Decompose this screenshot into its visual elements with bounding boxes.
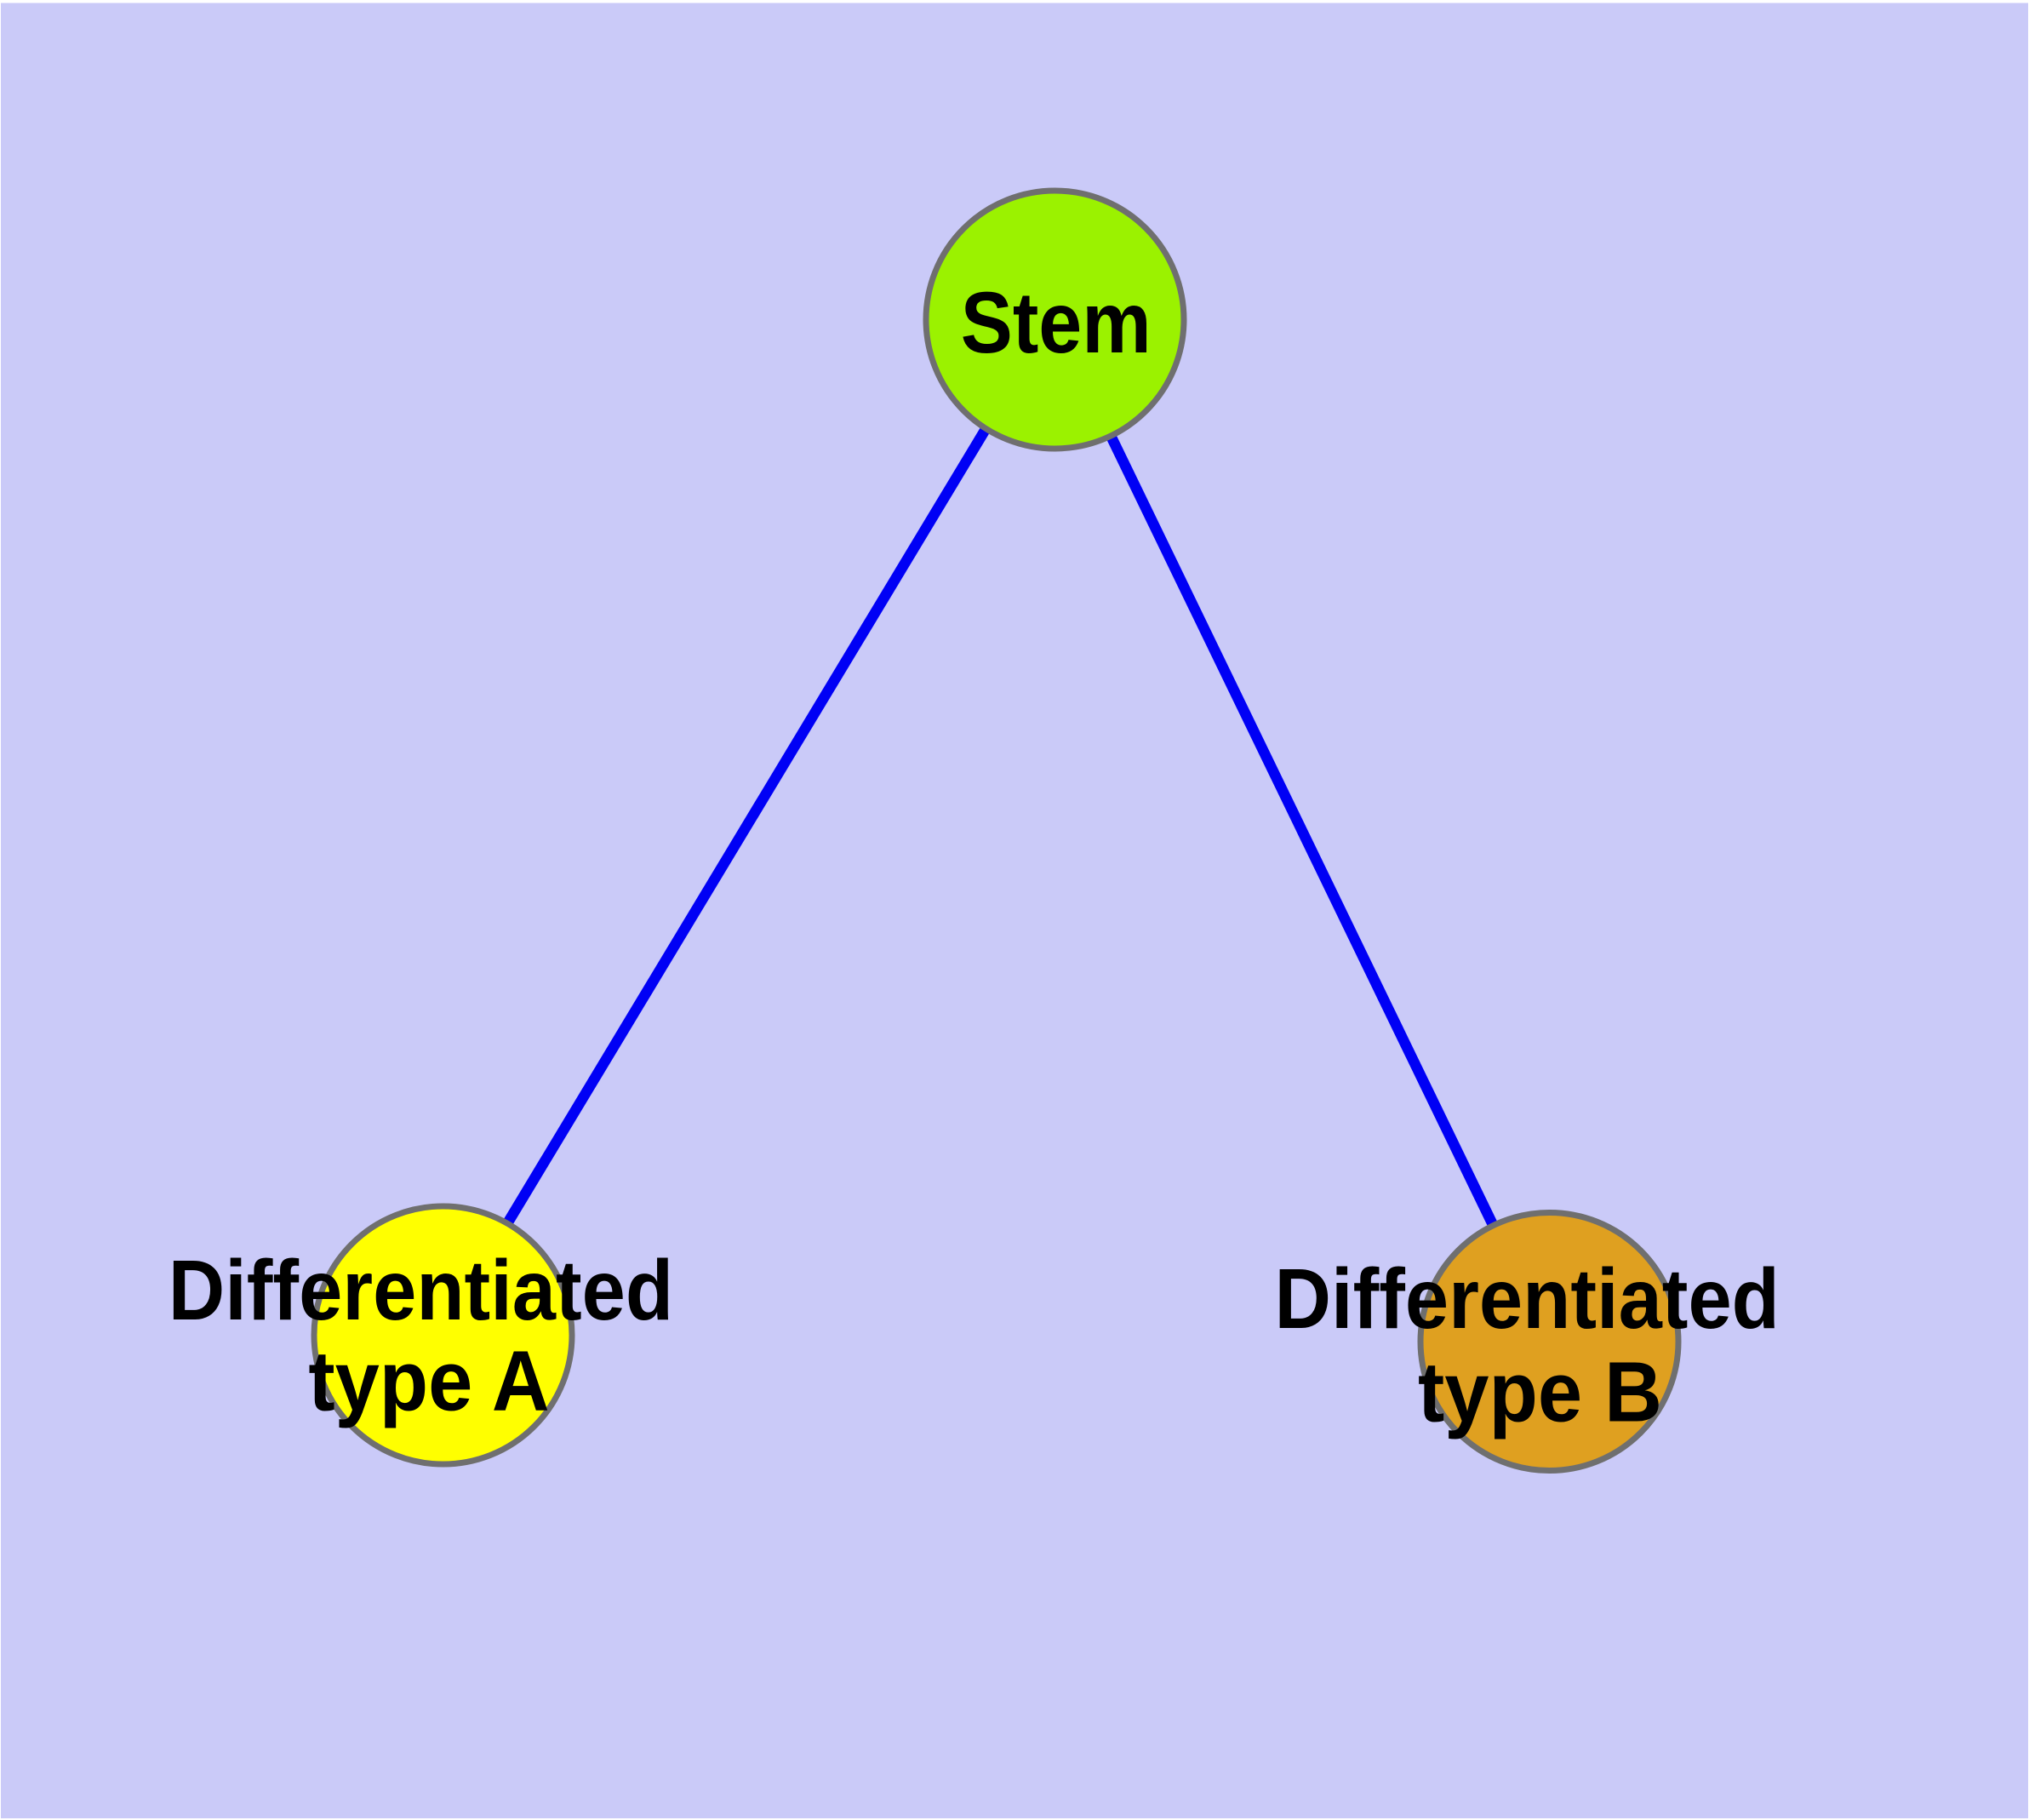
svg-text:Differentiated: Differentiated bbox=[1275, 1251, 1780, 1346]
svg-text:type B: type B bbox=[1418, 1344, 1662, 1439]
svg-text:Stem: Stem bbox=[961, 273, 1152, 371]
svg-text:type A: type A bbox=[308, 1333, 549, 1428]
svg-text:Differentiated: Differentiated bbox=[169, 1244, 673, 1338]
